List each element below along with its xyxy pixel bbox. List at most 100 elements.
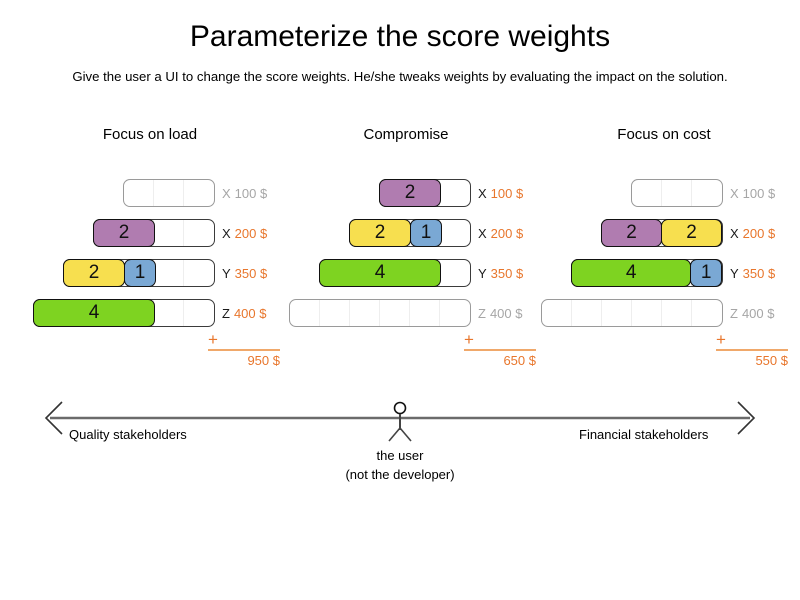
slider-track-wrap <box>123 179 215 207</box>
cost-label-key: X <box>222 225 231 241</box>
slider-unit-cell <box>440 260 470 286</box>
slider-unit-cell <box>290 300 320 326</box>
weight-slider-track[interactable] <box>289 299 471 327</box>
weight-slider-track[interactable]: 2 <box>93 219 215 247</box>
slider-unit-cell <box>542 300 572 326</box>
weight-segment-yellow[interactable]: 2 <box>349 219 411 247</box>
cost-label-key: Y <box>222 265 231 281</box>
slider-unit-cell <box>380 300 410 326</box>
cost-sum: +650 $ <box>268 330 544 375</box>
weight-segment-purple[interactable]: 2 <box>93 219 155 247</box>
slider-unit-cell <box>154 220 184 246</box>
slider-unit-cell <box>154 300 184 326</box>
slider-track-wrap: 2 <box>379 179 471 207</box>
slider-unit-cell <box>154 180 184 206</box>
weight-slider-track[interactable] <box>123 179 215 207</box>
weight-segment-green[interactable]: 4 <box>319 259 441 287</box>
cost-label-key: Y <box>478 265 487 281</box>
weight-segment-blue[interactable]: 1 <box>410 219 442 247</box>
weight-segment-purple[interactable]: 2 <box>379 179 441 207</box>
cost-label-key: X <box>730 225 739 241</box>
cost-sum-inner: +550 $ <box>716 330 788 375</box>
slider-unit-cell <box>632 180 662 206</box>
slider-unit-cells <box>124 180 214 206</box>
plus-icon: + <box>464 330 474 349</box>
slider-unit-cell <box>124 180 154 206</box>
slider-unit-cell <box>572 300 602 326</box>
weight-slider-track[interactable]: 2 <box>379 179 471 207</box>
slider-track-wrap: 4 <box>33 299 215 327</box>
cost-label-key: X <box>478 185 487 201</box>
weight-segment-blue[interactable]: 1 <box>690 259 722 287</box>
sum-total-value: 950 $ <box>247 353 280 368</box>
plus-icon: + <box>716 330 726 349</box>
weight-segment-purple[interactable]: 2 <box>601 219 662 247</box>
cost-label-amount: 350 $ <box>742 265 776 281</box>
weight-slider-track[interactable] <box>631 179 723 207</box>
weight-segment-value: 2 <box>374 222 386 243</box>
weight-slider-track[interactable]: 4 <box>319 259 471 287</box>
weight-segment-value: 2 <box>88 262 100 283</box>
slider-unit-cell <box>602 300 632 326</box>
page-subtitle: Give the user a UI to change the score w… <box>72 69 728 84</box>
axis-label-quality: Quality stakeholders <box>69 427 187 442</box>
sum-rule-divider <box>208 349 280 351</box>
slider-unit-cell <box>692 180 722 206</box>
slider-unit-cell <box>184 300 214 326</box>
weight-segment-blue[interactable]: 1 <box>124 259 156 287</box>
cost-label-amount: 400 $ <box>489 305 523 321</box>
scenario-header: Focus on load <box>102 126 198 143</box>
cost-label-amount: 100 $ <box>234 185 268 201</box>
slider-unit-cell <box>320 300 350 326</box>
weight-slider-track[interactable] <box>541 299 723 327</box>
weight-segment-value: 1 <box>134 262 146 283</box>
weight-segment-value: 4 <box>625 262 637 283</box>
weight-segment-green[interactable]: 4 <box>33 299 155 327</box>
weight-segment-value: 4 <box>88 302 100 323</box>
slider-unit-cell <box>440 220 470 246</box>
slider-unit-cell <box>632 300 662 326</box>
cost-label-key: Z <box>730 305 738 321</box>
slider-unit-cell <box>410 300 440 326</box>
cost-label-key: X <box>478 225 487 241</box>
weight-segment-value: 2 <box>404 182 416 203</box>
cost-label-amount: 350 $ <box>234 265 268 281</box>
weight-segment-value: 1 <box>420 222 432 243</box>
sum-total-value: 550 $ <box>755 353 788 368</box>
weight-segment-green[interactable]: 4 <box>571 259 692 287</box>
cost-sum: +550 $ <box>532 330 796 375</box>
cost-label-key: Z <box>478 305 486 321</box>
axis-label-financial: Financial stakeholders <box>579 427 709 442</box>
user-caption-line-2: (not the developer) <box>345 467 455 482</box>
weight-segment-yellow[interactable]: 2 <box>661 219 722 247</box>
slider-unit-cell <box>662 300 692 326</box>
weight-segment-value: 4 <box>374 262 386 283</box>
weight-slider-track[interactable]: 4 <box>33 299 215 327</box>
slider-unit-cell <box>692 300 722 326</box>
cost-label-amount: 400 $ <box>233 305 267 321</box>
weight-segment-yellow[interactable]: 2 <box>63 259 125 287</box>
slider-unit-cell <box>662 180 692 206</box>
slider-unit-cells <box>290 300 470 326</box>
